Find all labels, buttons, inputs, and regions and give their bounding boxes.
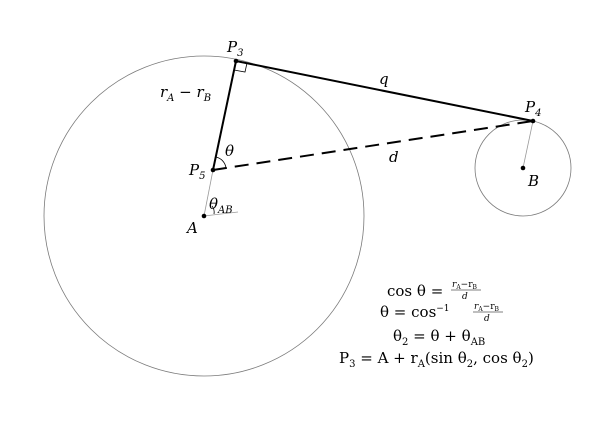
label-p5: P5	[188, 161, 205, 182]
radius-line-a	[203, 169, 214, 217]
point-p3	[233, 58, 239, 64]
label-theta: θ	[225, 142, 234, 160]
theta-arc	[215, 156, 227, 169]
label-a: A	[185, 219, 198, 237]
equation-cos-theta: cos θ =	[387, 282, 443, 300]
label-b: B	[527, 172, 539, 190]
equation-p3: P3 = A + rA(sin θ2, cos θ2)	[339, 349, 534, 370]
reference-line-a	[203, 211, 239, 217]
equation-cos-theta-denominator: d	[462, 292, 468, 302]
circle-a	[43, 55, 365, 377]
label-p4: P4	[524, 98, 541, 119]
circle-b	[474, 119, 572, 217]
theta-ab-arc	[211, 205, 215, 215]
equation-theta-acos-denominator: d	[484, 314, 490, 324]
segment-d	[212, 120, 534, 171]
segment-p5-p3	[212, 60, 237, 171]
right-angle-marker	[233, 62, 248, 73]
label-radius-diff: rA − rB	[160, 83, 211, 104]
equation-block: cos θ = rA−rB d θ = cos−1 rA−rB d θ2 = θ…	[339, 280, 534, 370]
equation-theta2: θ2 = θ + θAB	[393, 327, 485, 348]
label-p3: P3	[226, 38, 243, 59]
label-d: d	[389, 148, 399, 166]
point-p4	[530, 118, 536, 124]
equation-theta-acos-numerator: rA−rB	[474, 302, 500, 313]
segment-q	[235, 60, 534, 122]
point-p5	[210, 167, 216, 173]
label-q: q	[379, 70, 389, 88]
point-a	[201, 213, 207, 219]
equation-theta-acos: θ = cos−1	[380, 303, 450, 321]
point-b	[520, 165, 526, 171]
equation-cos-theta-numerator: rA−rB	[452, 280, 478, 291]
label-theta-ab: θAB	[209, 195, 233, 216]
radius-line-b	[522, 120, 534, 169]
